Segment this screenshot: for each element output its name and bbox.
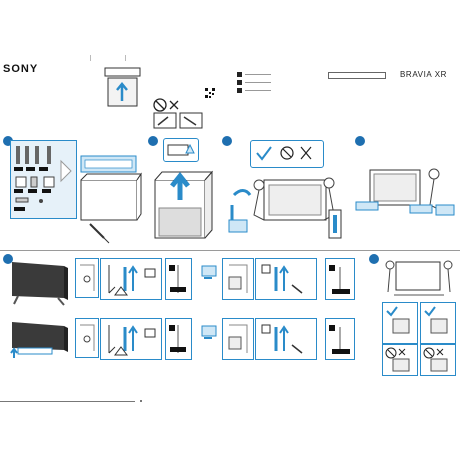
parts-icons bbox=[14, 146, 72, 211]
parts-list-panel bbox=[10, 140, 77, 219]
dont-panel bbox=[382, 344, 418, 376]
stand-part-icon bbox=[201, 265, 217, 279]
detail-panel bbox=[255, 318, 317, 360]
fold-mark bbox=[90, 55, 91, 61]
detail-panel bbox=[222, 318, 254, 360]
detail-panel bbox=[325, 258, 355, 300]
detail-panel bbox=[325, 318, 355, 360]
unpack-illustration bbox=[80, 155, 142, 221]
footer-rule bbox=[0, 401, 135, 402]
detail-panel bbox=[100, 258, 162, 300]
step-3-badge bbox=[222, 136, 232, 146]
do-panel bbox=[382, 302, 418, 344]
detail-panel bbox=[75, 258, 99, 298]
handling-warning bbox=[153, 98, 203, 129]
tv-rear-illustration bbox=[10, 322, 68, 358]
stand-part-icon bbox=[201, 325, 217, 339]
fold-mark bbox=[125, 55, 126, 61]
do-panel bbox=[420, 302, 456, 344]
step-5-badge bbox=[3, 254, 13, 264]
language-legend bbox=[237, 72, 277, 98]
detail-panel bbox=[222, 258, 254, 300]
step-2-badge bbox=[148, 136, 158, 146]
attach-stand-illustration bbox=[355, 168, 455, 216]
product-name: BRAVIA XR bbox=[400, 70, 448, 79]
model-number-box bbox=[328, 72, 386, 79]
brand-logo: SONY bbox=[3, 63, 39, 75]
detail-panel bbox=[75, 318, 99, 358]
detail-panel bbox=[255, 258, 317, 300]
dont-panel bbox=[420, 344, 456, 376]
step-1-badge bbox=[3, 136, 13, 146]
lift-box-illustration bbox=[154, 170, 214, 239]
detail-panel bbox=[165, 258, 192, 300]
detail-panel bbox=[165, 318, 192, 360]
place-tv-illustration bbox=[385, 260, 453, 296]
footer-mark bbox=[140, 400, 142, 402]
section-divider bbox=[0, 250, 460, 251]
qr-code-icon bbox=[205, 88, 215, 98]
step-6-badge bbox=[369, 254, 379, 264]
screwdriver-icon bbox=[89, 223, 110, 244]
step-2-detail bbox=[163, 138, 199, 162]
two-person-lift-illustration bbox=[228, 177, 342, 239]
detail-panel bbox=[100, 318, 162, 360]
cover-illustration bbox=[104, 67, 141, 107]
lifting-do-dont-panel bbox=[250, 140, 324, 168]
step-4-badge bbox=[355, 136, 365, 146]
tv-rear-illustration bbox=[12, 262, 68, 306]
